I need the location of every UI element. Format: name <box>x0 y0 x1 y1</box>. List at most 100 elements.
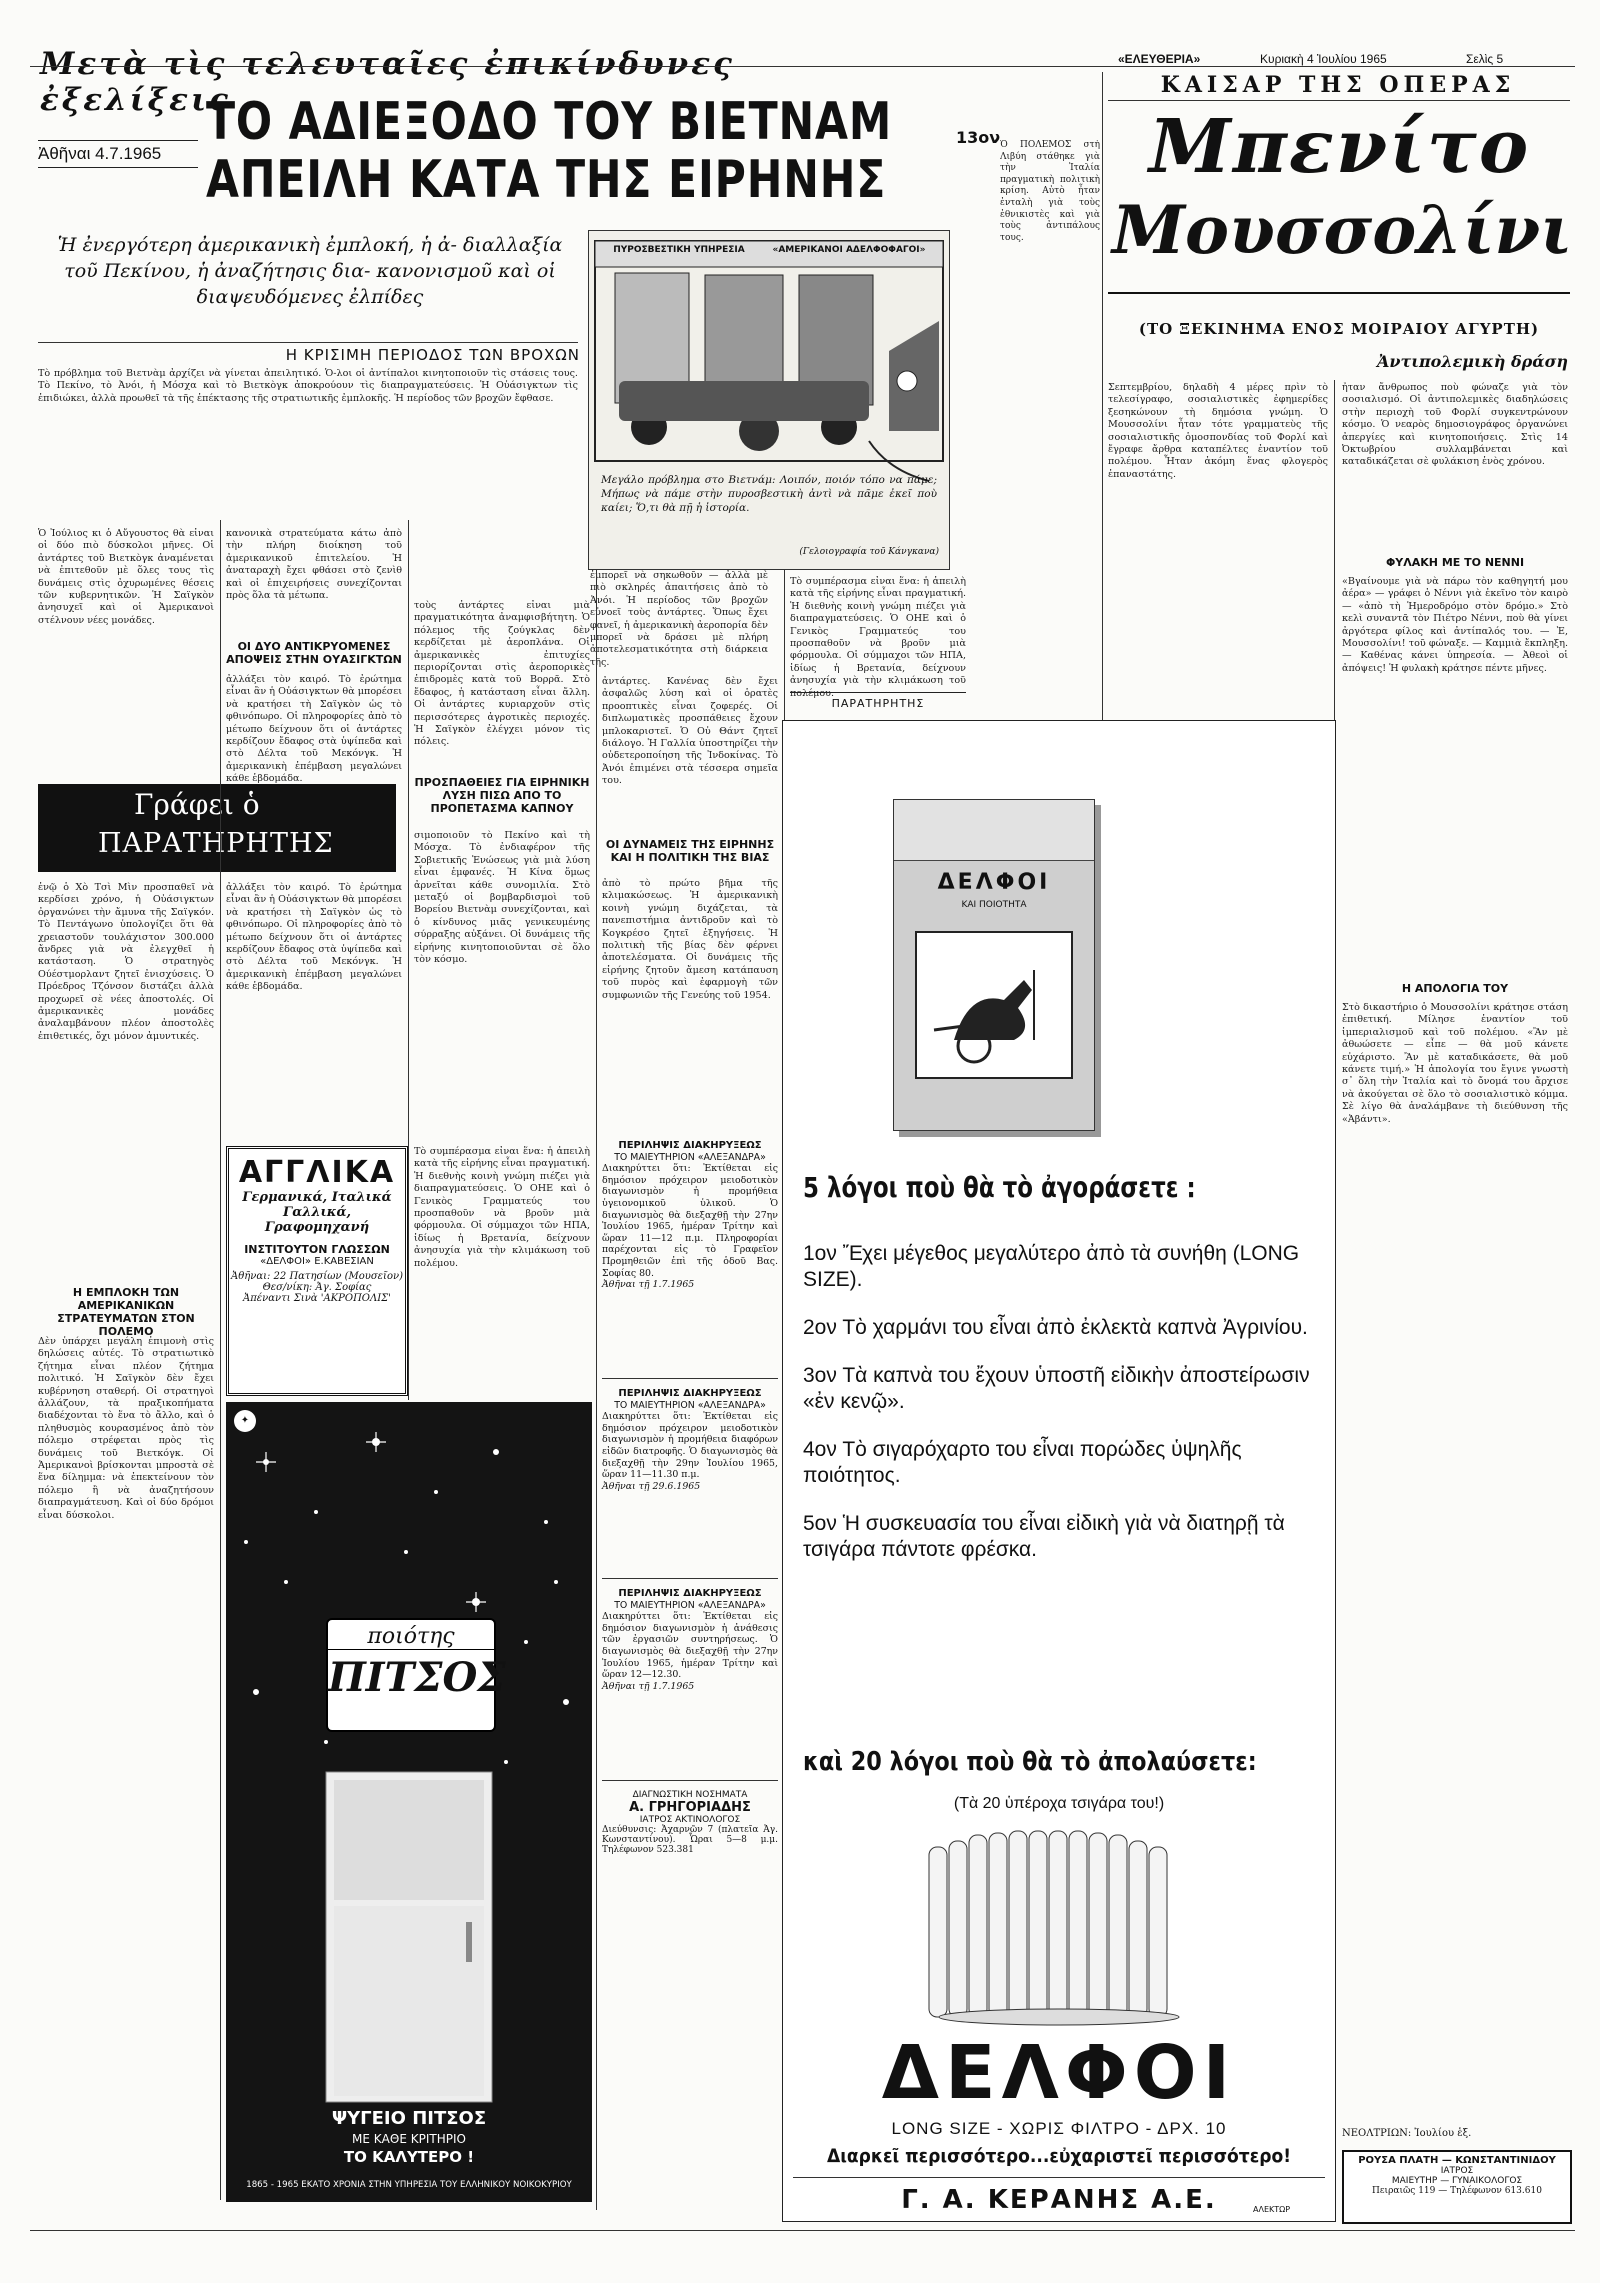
serial-kicker: ΚΑΙΣΑΡ ΤΗΣ ΟΠΕΡΑΣ <box>1160 72 1516 98</box>
serial-section: Ἀντιπολεμικὴ δράση <box>1376 352 1568 371</box>
notice-1-sub: ΤΟ ΜΑΙΕΥΤΗΡΙΟΝ «ΑΛΕΞΑΝΔΡΑ» <box>614 1151 766 1163</box>
paper-name: «ΕΛΕΥΘΕΡΙΑ» <box>1118 52 1201 66</box>
text-col-3c: Τὸ συμπέρασμα εἶναι ἕνα: ἡ ἀπειλὴ κατὰ τ… <box>414 1146 590 1269</box>
notice-2: ΠΕΡΙΛΗΨΙΣ ΔΙΑΚΗΡΥΞΕΩΣ ΤΟ ΜΑΙΕΥΤΗΡΙΟΝ «ΑΛ… <box>602 1388 778 1492</box>
section-head: Η ΚΡΙΣΙΜΗ ΠΕΡΙΟΔΟΣ ΤΩΝ ΒΡΟΧΩΝ <box>285 346 580 364</box>
reason-1-num: 1ον <box>803 1242 837 1265</box>
lead-body-1: Τὸ πρόβλημα τοῦ Βιετνὰμ ἀρχίζει νὰ γίνετ… <box>38 368 578 404</box>
serial-subtitle: (ΤΟ ΞΕΚΙΝΗΜΑ ΕΝΟΣ ΜΟΙΡΑΙΟΥ ΑΓΥΡΤΗ) <box>1138 320 1540 338</box>
delfoi-sub-headline: καὶ 20 λόγοι ποὺ θὰ τὸ ἀπολαύσετε: <box>803 1747 1257 1777</box>
notice-3-title: ΠΕΡΙΛΗΨΙΣ ΔΙΑΚΗΡΥΞΕΩΣ <box>618 1588 762 1599</box>
doctor-box-l3: ΜΑΙΕΥΤΗΡ — ΓΥΝΑΙΚΟΛΟΓΟΣ <box>1391 2176 1523 2186</box>
delfoi-pack: ΔΕΛΦΟΙ ΚΑΙ ΠΟΙΟΤΗΤΑ <box>893 799 1095 1131</box>
ad-pitsos: ✦ ποιότης ΠΙΤΣΟΣ ΨΥΓΕΙΟ ΠΙΤΣΟΣ ΜΕ ΚΑΘΕ Κ… <box>226 1402 592 2202</box>
text-col-1b: Δὲν ὑπάρχει μεγάλη ἐπιμονὴ στὶς δηλώσεις… <box>38 1336 214 1521</box>
text-col-2a: ἀλλάξει τὸν καιρό. Τὸ ἐρώτημα εἶναι ἂν ἡ… <box>226 674 402 784</box>
text-col-1a: ἐνῷ ὁ Χὸ Τσὶ Μὶν προσπαθεῖ νὰ κερδίσει χ… <box>38 882 214 1042</box>
cartoon-sign-1: ΠΥΡΟΣΒΕΣΤΙΚΗ ΥΠΗΡΕΣΙΑ <box>613 245 745 255</box>
ad-languages-title: ΑΓΓΛΙΚΑ <box>238 1155 396 1190</box>
delfoi-pack-brand: ΔΕΛΦΟΙ <box>937 870 1051 895</box>
notice-1-body: Διακηρύττει ὅτι: Ἐκτίθεται εἰς δημόσιον … <box>602 1163 778 1279</box>
ad-languages: ΑΓΓΛΙΚΑ Γερμανικά, Ιταλικά Γαλλικά, Γραφ… <box>226 1146 408 1396</box>
text-col-2b: ἀλλάξει τὸν καιρό. Τὸ ἐρώτημα εἶναι ἂν ἡ… <box>226 882 402 993</box>
ad-languages-l1: Γερμανικά, Ιταλικά <box>242 1190 392 1205</box>
delfoi-pack-sub: ΚΑΙ ΠΟΙΟΤΗΤΑ <box>961 900 1027 910</box>
doctor-box-l4: Πειραιῶς 119 — Τηλέφωνον 613.610 <box>1372 2186 1542 2196</box>
lead-body-4: ἐμπορεῖ νὰ σηκωθοῦν — ἀλλὰ μὲ πιὸ σκληρέ… <box>590 570 768 668</box>
ad-languages-l7: Ἀπέναντι Σινὰ 'ΑΚΡΟΠΟΛΙΣ' <box>243 1293 391 1304</box>
serial-episode-number: 13ον <box>956 128 1001 147</box>
notice-1: ΠΕΡΙΛΗΨΙΣ ΔΙΑΚΗΡΥΞΕΩΣ ΤΟ ΜΑΙΕΥΤΗΡΙΟΝ «ΑΛ… <box>602 1140 778 1291</box>
lead-body-2: Ὁ Ἰούλιος κι ὁ Αὔγουστος θὰ εἶναι οἱ δύο… <box>38 528 214 626</box>
pitsos-brand: ΠΙΤΣΟΣ <box>328 1654 506 1701</box>
ad-languages-l3: ΙΝΣΤΙΤΟΥΤΟΝ ΓΛΩΣΣΩΝ <box>244 1243 390 1256</box>
notice-3-body: Διακηρύττει ὅτι: Ἐκτίθεται εἰς δημόσιον … <box>602 1611 778 1681</box>
cartoon: ΠΥΡΟΣΒΕΣΤΙΚΗ ΥΠΗΡΕΣΙΑ «ΑΜΕΡΙΚΑΝΟΙ ΑΔΕΛΦΟ… <box>588 230 950 570</box>
reason-1-text: Ἔχει μέγεθος μεγαλύτερο ἀπὸ τὰ συνήθη (L… <box>803 1242 1300 1291</box>
reason-5-num: 5ον <box>803 1512 837 1535</box>
notice-3-sign: Ἀθῆναι τῇ 1.7.1965 <box>602 1680 695 1692</box>
ad-delfoi: ΔΕΛΦΟΙ ΚΑΙ ΠΟΙΟΤΗΤΑ 5 λόγοι ποὺ θὰ τὸ ἀγ… <box>782 720 1336 2222</box>
subhead-us-escalation: Η ΕΜΠΛΟΚΗ ΤΩΝ ΑΜΕΡΙΚΑΝΙΚΩΝ ΣΤΡΑΤΕΥΜΑΤΩΝ … <box>57 1286 195 1338</box>
subhead-peace-attempts: ΠΡΟΣΠΑΘΕΙΕΣ ΓΙΑ ΕΙΡΗΝΙΚΗ ΛΥΣΗ ΠΙΣΩ ΑΠΟ Τ… <box>414 776 590 815</box>
reason-2-num: 2ον <box>803 1316 837 1339</box>
notice-2-sub: ΤΟ ΜΑΙΕΥΤΗΡΙΟΝ «ΑΛΕΞΑΝΔΡΑ» <box>614 1399 766 1411</box>
cartoon-drawing <box>589 231 949 569</box>
ad-languages-l6: Θεσ/νίκη: Ἀγ. Σοφίας <box>262 1282 372 1293</box>
text-col-3a: τοὺς ἀντάρτες εἶναι μιὰ πραγματικότητα ἀ… <box>414 600 590 748</box>
issue-date: Κυριακὴ 4 Ἰουλίου 1965 <box>1260 52 1387 66</box>
reason-2: 2ον Τὸ χαρμάνι του εἶναι ἀπὸ ἐκλεκτὰ καπ… <box>803 1315 1313 1341</box>
serial-name-1: Μπενίτο <box>1148 104 1531 190</box>
reason-5: 5ον Ἡ συσκευασία του εἶναι εἰδικὴ γιὰ νὰ… <box>803 1511 1313 1563</box>
cartoon-sign-2: «ΑΜΕΡΙΚΑΝΟΙ ΑΔΕΛΦΟΦΑΓΟΙ» <box>772 245 926 255</box>
text-col-4b: ἀπὸ τὸ πρώτο βῆμα τῆς κλιμακώσεως. Ἡ ἀμε… <box>602 878 778 1001</box>
headline-1: ΤΟ ΑΔΙΕΞΟΔΟ ΤΟΥ ΒΙΕΤΝΑΜ <box>206 92 893 152</box>
doctor-ad-1-l2: Α. ΓΡΗΓΟΡΙΑΔΗΣ <box>629 1800 751 1815</box>
delfoi-sub-note: (Τὰ 20 ὑπέροχα τσιγάρα του!) <box>953 1795 1165 1812</box>
text-col-3b: σιμοποιοῦν τὸ Πεκίνο καὶ τὴ Μόσχα. Τὸ ἐν… <box>414 830 590 966</box>
delfoi-spec: LONG SIZE - ΧΩΡΙΣ ΦΙΛΤΡΟ - ΔΡΧ. 10 <box>891 2119 1227 2138</box>
serial-sub-nenni: ΦΥΛΑΚΗ ΜΕ ΤΟ ΝΕΝΝΙ <box>1385 556 1525 569</box>
notice-3: ΠΕΡΙΛΗΨΙΣ ΔΙΑΚΗΡΥΞΕΩΣ ΤΟ ΜΑΙΕΥΤΗΡΙΟΝ «ΑΛ… <box>602 1588 778 1692</box>
cartoon-credit: (Γελοιογραφία τοῦ Κάνγκανα) <box>799 547 939 557</box>
page-number: Σελὶς 5 <box>1466 52 1504 66</box>
delfoi-agency: ΑΛΕΚΤΩΡ <box>1253 2205 1291 2214</box>
deck: Ἡ ἐνεργότερη ἀμερικανικὴ ἐμπλοκή, ἡ ἀ- δ… <box>57 234 563 308</box>
text-col-4a: ἀντάρτες. Κανένας δὲν ἔχει ἀσφαλῶς λύση … <box>602 676 778 787</box>
reason-3-text: Τὰ καπνὰ του ἔχουν ὑποστῆ εἰδικὴν ἀποστε… <box>803 1364 1310 1413</box>
notice-1-title: ΠΕΡΙΛΗΨΙΣ ΔΙΑΚΗΡΥΞΕΩΣ <box>618 1140 762 1151</box>
pitsos-l3: ΤΟ ΚΑΛΥΤΕΡΟ ! <box>343 2148 475 2166</box>
delfoi-brand-big: ΔΕΛΦΟΙ <box>881 2030 1237 2116</box>
columnist-line-2: ΠΑΡΑΤΗΡΗΤΗΣ <box>98 828 334 859</box>
lead-body-3: κανονικὰ στρατεύματα κάτω ἀπὸ τὴν πλήρη … <box>226 528 402 602</box>
serial-signature: ΝΕΟΛΤΡΙΩΝ: Ἰουλίου ἑξ. <box>1342 2128 1472 2139</box>
ad-languages-l4: «ΔΕΛΦΟΙ» Ε.ΚΑΒΕΣΙΑΝ <box>260 1256 374 1267</box>
ad-languages-l5: Ἀθῆναι: 22 Πατησίων (Μουσεῖον) <box>231 1271 403 1282</box>
subhead-forces-of-peace: ΟΙ ΔΥΝΑΜΕΙΣ ΤΗΣ ΕΙΡΗΝΗΣ ΚΑΙ Η ΠΟΛΙΤΙΚΗ Τ… <box>605 838 775 864</box>
cartoon-caption: Μεγάλο πρόβλημα στο Βιετνάμ: Λοιπόν, ποι… <box>601 474 937 514</box>
serial-intro: Ὁ ΠΟΛΕΜΟΣ στὴ Λιβύη στάθηκε γιὰ τὴν Ἰταλ… <box>1000 140 1100 243</box>
doctor-box-l2: ΙΑΤΡΟΣ <box>1440 2166 1474 2176</box>
pitsos-l2: ΜΕ ΚΑΘΕ ΚΡΙΤΗΡΙΟ <box>352 2132 466 2146</box>
serial-body-b: ἦταν ἄνθρωπος ποὺ φώναζε γιὰ τὸν σοσιαλι… <box>1342 382 1568 468</box>
subhead-two-views: ΟΙ ΔΥΟ ΑΝΤΙΚΡΥΟΜΕΝΕΣ ΑΠΟΨΕΙΣ ΣΤΗΝ ΟΥΑΣΙΓ… <box>226 640 402 666</box>
reason-5-text: Ἡ συσκευασία του εἶναι εἰδικὴ γιὰ νὰ δια… <box>803 1512 1285 1561</box>
pitsos-badge: ποιότης ΠΙΤΣΟΣ <box>326 1618 506 1732</box>
columnist-line-1: Γράφει ὁ <box>134 788 260 821</box>
doctor-box: ΡΟΥΣΑ ΠΛΑΤΗ — ΚΩΝΣΤΑΝΤΙΝΙΔΟΥ ΙΑΤΡΟΣ ΜΑΙΕ… <box>1342 2150 1572 2224</box>
notices-column: ΠΕΡΙΛΗΨΙΣ ΔΙΑΚΗΡΥΞΕΩΣ ΤΟ ΜΑΙΕΥΤΗΡΙΟΝ «ΑΛ… <box>602 1140 778 2230</box>
pitsos-footer: 1865 - 1965 ΕΚΑΤΟ ΧΡΟΝΙΑ ΣΤΗΝ ΥΠΗΡΕΣΙΑ Τ… <box>246 2180 572 2190</box>
doctor-ad-1-l4: Διεύθυνσις: Ἀχαρνῶν 7 (πλατεῖα Ἀγ. Κωνστ… <box>602 1825 778 1855</box>
doctor-ad-1-l1: ΔΙΑΓΝΩΣΤΙΚΗ ΝΟΣΗΜΑΤΑ <box>632 1790 748 1800</box>
delfoi-slogan: Διαρκεῖ περισσότερο...εὐχαριστεῖ περισσό… <box>826 2145 1292 2167</box>
serial-body-c: «Βγαίνουμε γιὰ νὰ πάρω τὸν καθηγητή μου … <box>1342 576 1568 674</box>
ad-languages-l2: Γαλλικά, Γραφομηχανή <box>264 1205 370 1235</box>
dateline: Ἀθῆναι 4.7.1965 <box>38 140 198 168</box>
reason-3-num: 3ον <box>803 1364 837 1387</box>
serial-body-a: Σεπτεμβρίου, δηλαδὴ 4 μέρες πρὶν τὸ τελε… <box>1108 382 1328 480</box>
kicker: Μετὰ τὶς τελευταῖες ἐπικίνδυνες ἐξελίξει… <box>40 46 735 118</box>
reason-1: 1ον Ἔχει μέγεθος μεγαλύτερο ἀπὸ τὰ συνήθ… <box>803 1241 1313 1293</box>
delfoi-company: Γ. Α. ΚΕΡΑΝΗΣ Α.Ε. <box>901 2185 1217 2215</box>
doctor-ad-1: ΔΙΑΓΝΩΣΤΙΚΗ ΝΟΣΗΜΑΤΑ Α. ΓΡΗΓΟΡΙΑΔΗΣ ΙΑΤΡ… <box>602 1790 778 1855</box>
serial-name-2: Μουσσολίνι <box>1112 191 1573 269</box>
